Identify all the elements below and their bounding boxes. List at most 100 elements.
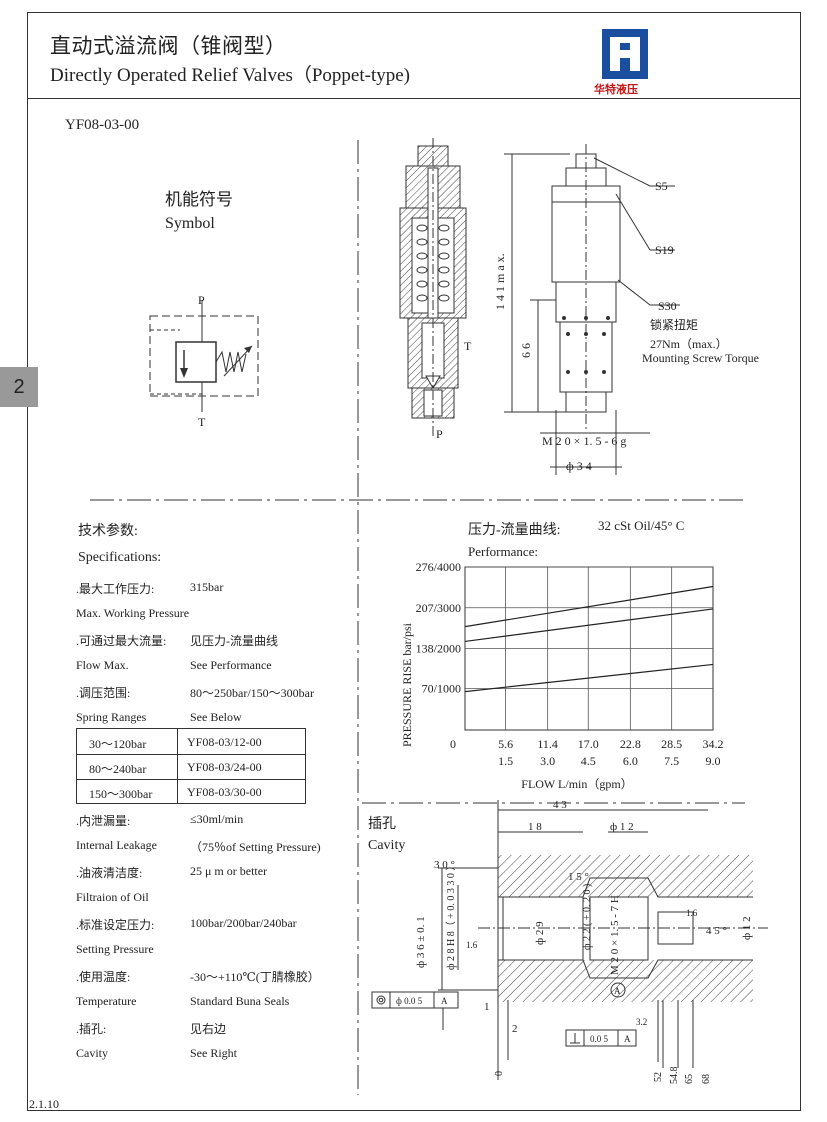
table-row: 80～240bar YF08-03/24-00	[77, 754, 305, 779]
chart-x-tick-label-gpm: 4.5	[581, 754, 596, 768]
chart-x-tick-label-gpm: 7.5	[664, 754, 679, 768]
valve-outline-drawing: 1 4 1 m a x. 6 6 S5 S19 S30 锁紧扭矩 27Nm（ma…	[493, 144, 759, 475]
cavity-dim-1: 1	[484, 1001, 490, 1013]
spec-label: Max. Working Pressure	[76, 606, 190, 620]
symbol-port-t: T	[198, 415, 206, 429]
chart-series-line	[464, 585, 714, 628]
cavity-dim-2: 2	[512, 1023, 518, 1035]
cavity-angle-45: 4 5 °	[706, 925, 727, 937]
section-port-t: T	[464, 339, 472, 353]
spec-value: 315bar	[190, 580, 224, 594]
spec-label: .使用温度:	[76, 970, 131, 984]
chart-x-tick-label: 28.5	[661, 737, 682, 751]
page-frame	[27, 12, 801, 1111]
spec-value: 100bar/200bar/240bar	[190, 916, 297, 930]
spec-label: .内泄漏量:	[76, 814, 131, 828]
model-cell: YF08-03/24-00	[187, 760, 262, 774]
chart-y-axis-label: PRESSURE RISE bar/psi	[400, 622, 414, 747]
spec-label: Internal Leakage	[76, 838, 157, 852]
spec-label: Cavity	[76, 1046, 108, 1060]
roughness-1-6: 1.6	[466, 940, 478, 950]
chart-y-tick-label: 276/4000	[416, 560, 461, 574]
chart-x-tick-label: 11.4	[537, 737, 558, 751]
tolerance-coaxial-ref: A	[441, 996, 448, 1006]
valve-cross-section: T P	[399, 138, 472, 441]
dim-overall-height: 1 4 1 m a x.	[493, 253, 507, 310]
spec-value: （75％of Setting Pressure)	[190, 840, 321, 854]
spec-value: 见右边	[190, 1022, 227, 1036]
spec-value: See Below	[190, 710, 242, 724]
logo-text: 华特液压	[594, 83, 638, 96]
model-cell: YF08-03/12-00	[187, 735, 262, 749]
chart-x-axis-label: FLOW L/min（gpm）	[521, 777, 632, 791]
table-row: 150～300bar YF08-03/30-00	[77, 779, 305, 804]
symbol-title-cn: 机能符号	[165, 190, 233, 209]
chart-x-tick-label-gpm: 6.0	[623, 754, 638, 768]
cavity-dim-12b: ф 1 2	[741, 916, 753, 940]
spec-label: .可通过最大流量:	[76, 634, 167, 648]
chart-x-tick-label-gpm: 1.5	[498, 754, 513, 768]
cavity-base-54-8: 54.8	[669, 1067, 680, 1085]
performance-oil: 32 cSt Oil/45° C	[598, 518, 685, 533]
cavity-thread: M 2 0 × 1. 5 - 7 H	[609, 895, 621, 975]
section-port-p: P	[436, 427, 443, 441]
cavity-dim-18: 1 8	[528, 821, 542, 833]
spec-value: 25 μ m or better	[190, 864, 268, 878]
range-cell: 80～240bar	[89, 762, 147, 776]
range-cell: 30～120bar	[89, 737, 147, 751]
table-row: 30～120bar YF08-03/12-00	[77, 729, 305, 754]
tolerance-perp-ref: A	[624, 1034, 631, 1044]
spec-value: See Right	[190, 1046, 237, 1060]
cavity-base-65: 65	[684, 1074, 695, 1084]
dim-diameter: ф 3 4	[566, 459, 592, 473]
torque-cn: 锁紧扭矩	[650, 317, 698, 332]
spec-label: Temperature	[76, 994, 137, 1008]
spec-value: See Performance	[190, 658, 272, 672]
spec-value: 80～250bar/150～300bar	[190, 686, 314, 700]
spec-value: 见压力-流量曲线	[190, 634, 278, 648]
specs-title-cn: 技术参数:	[78, 524, 138, 539]
cavity-dim-12: ф 1 2	[610, 821, 634, 833]
chart-x-tick-label: 17.0	[578, 737, 599, 751]
chart-x-tick-label: 5.6	[498, 737, 513, 751]
tolerance-coaxial-value: ф 0.0 5	[396, 996, 423, 1006]
symbol-port-p: P	[198, 293, 205, 307]
dim-s19: S19	[655, 243, 674, 257]
chart-x-tick-label-gpm: 3.0	[540, 754, 555, 768]
chart-series-line	[464, 663, 714, 693]
cavity-dim-28: ф 2 8 H 8（ + 0. 0 3 3 0 ）	[445, 861, 457, 970]
spec-value: Standard Buna Seals	[190, 994, 290, 1008]
spec-label: Flow Max.	[76, 658, 129, 672]
datum-a: A	[614, 986, 621, 996]
page-tab[interactable]: 2	[0, 367, 38, 407]
hydraulic-symbol: P T	[149, 293, 259, 429]
cavity-base-68: 68	[701, 1074, 712, 1084]
spec-label: .油液清洁度:	[76, 866, 143, 880]
spec-label: .调压范围:	[76, 686, 131, 700]
spring-range-table: 30～120bar YF08-03/12-00 80～240bar YF08-0…	[76, 728, 306, 804]
chart-y-tick-label: 138/2000	[416, 642, 461, 656]
torque-value: 27Nm（max.）	[650, 337, 728, 351]
tolerance-perp-value: 0.0 5	[590, 1034, 609, 1044]
chart-x-tick-label-gpm: 9.0	[706, 754, 721, 768]
cavity-drawing: 4 3 1 8 ф 1 2 3 0 ° 1 5 ° 4 5 ° ф 3 6 ± …	[371, 800, 768, 1085]
chart-x-tick-label: 34.2	[703, 737, 724, 751]
chart-x-tick-label: 22.8	[620, 737, 641, 751]
dim-height-66: 6 6	[519, 343, 533, 358]
specs-title-en: Specifications:	[78, 550, 162, 565]
chart-y-tick-label: 70/1000	[422, 682, 461, 696]
footer-code: 2.1.10	[29, 1097, 59, 1111]
cavity-base-0: 0	[494, 1071, 505, 1076]
spec-value: ≤30ml/min	[190, 812, 244, 826]
cavity-dim-29: ф 2 9	[534, 921, 546, 945]
symbol-title-en: Symbol	[165, 215, 215, 232]
company-logo-icon	[602, 29, 648, 79]
spec-label: .标准设定压力:	[76, 918, 155, 932]
torque-en: Mounting Screw Torque	[642, 351, 759, 365]
spec-label: Setting Pressure	[76, 942, 154, 956]
performance-title-en: Performance:	[468, 544, 539, 559]
cavity-dim-43: 4 3	[553, 800, 567, 811]
title-en: Directly Operated Relief Valves（Poppet-t…	[50, 65, 411, 86]
dim-s5: S5	[655, 179, 668, 193]
